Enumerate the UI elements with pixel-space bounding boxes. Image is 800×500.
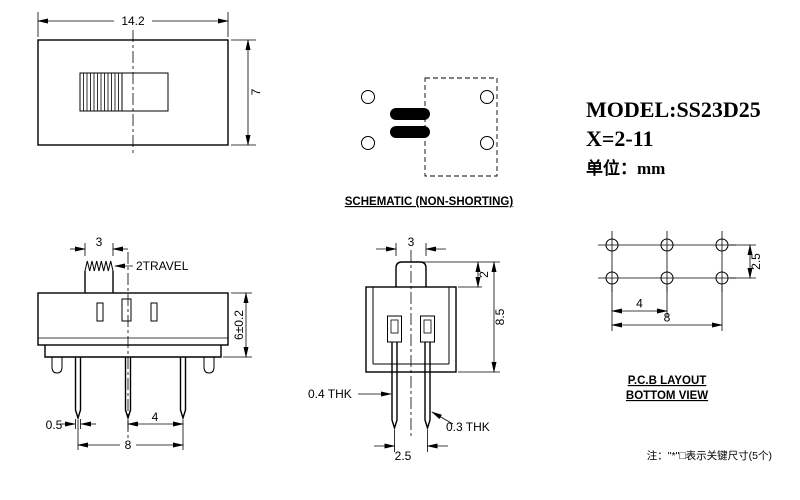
body-slot bbox=[96, 302, 104, 322]
side-view: 3 2 8.5 0.4 THK 2.5 0.3 THK bbox=[308, 235, 507, 463]
pcb-caption-line1: P.C.B LAYOUT bbox=[628, 375, 707, 387]
knob-hatching bbox=[83, 73, 119, 111]
pcb-total-width-dim: 8 bbox=[664, 311, 671, 325]
mounting-tab bbox=[203, 357, 215, 374]
pin bbox=[74, 357, 82, 421]
terminal-contact bbox=[423, 319, 432, 334]
key-dimension-note: 注："*"□表示关键尺寸(5个) bbox=[647, 449, 772, 462]
knob-sides bbox=[84, 271, 114, 293]
contact-bar bbox=[390, 126, 430, 138]
terminal-block bbox=[420, 315, 435, 343]
pin bbox=[391, 342, 398, 431]
dimension-text-mask bbox=[114, 13, 152, 29]
front-body-height-dim: 6±0.2 bbox=[232, 310, 246, 340]
width-extension-lines bbox=[37, 12, 229, 37]
terminal-circle bbox=[361, 136, 375, 150]
front-pin-span-dim: 8 bbox=[125, 438, 132, 452]
unit-label: 单位：mm bbox=[586, 158, 665, 178]
front-knob-width-dim: 3 bbox=[96, 235, 103, 249]
side-pin-pitch-dim: 2.5 bbox=[395, 449, 412, 463]
front-body-outline bbox=[37, 292, 229, 346]
footnote: 注："*"□表示关键尺寸(5个) bbox=[647, 449, 772, 462]
pin bbox=[179, 357, 187, 421]
pcb-col-pitch-dim: 4 bbox=[636, 297, 643, 311]
pin bbox=[424, 342, 431, 431]
slider-recess bbox=[79, 72, 169, 112]
front-view: 3 2TRAVEL 6±0.2 0.5 4 8 bbox=[37, 235, 252, 452]
top-view: 14.2 7 bbox=[37, 12, 263, 155]
top-view-height-dim: 7 bbox=[249, 88, 263, 95]
pcb-hole-centerlines bbox=[598, 231, 736, 292]
terminal-circle bbox=[480, 90, 494, 104]
terminal-block bbox=[387, 315, 402, 343]
pin bbox=[124, 357, 132, 421]
contact-bar bbox=[390, 108, 430, 120]
pcb-caption-line2: BOTTOM VIEW bbox=[626, 390, 708, 402]
travel-label: 2TRAVEL bbox=[136, 259, 189, 273]
side-knob-height-dim: 2 bbox=[477, 271, 491, 278]
mounting-tab bbox=[51, 357, 63, 374]
terminal-circle bbox=[361, 90, 375, 104]
dimension-text-mask bbox=[120, 438, 136, 451]
knob-serration-zigzag bbox=[84, 260, 114, 272]
pin-thickness-leader bbox=[431, 411, 454, 425]
side-total-height-dim: 8.5 bbox=[493, 308, 507, 325]
pin-thickness-label: 0.3 THK bbox=[446, 420, 490, 434]
base-plate bbox=[44, 345, 222, 358]
model-number: MODEL:SS23D25 bbox=[586, 97, 761, 122]
terminal-circle bbox=[480, 136, 494, 150]
case-thickness-label: 0.4 THK bbox=[308, 387, 352, 401]
body-slot bbox=[121, 298, 132, 322]
front-pin-pitch-dim: 4 bbox=[152, 410, 159, 424]
pcb-layout-view: 2.5 4 8 P.C.B LAYOUT BOTTOM VIEW bbox=[598, 231, 763, 402]
front-pin-width-dim: 0.5 bbox=[46, 418, 63, 432]
terminal-contact bbox=[390, 319, 399, 334]
body-slot bbox=[150, 302, 158, 322]
side-knob-width-dim: 3 bbox=[408, 235, 415, 249]
schematic-view: SCHEMATIC (NON-SHORTING) bbox=[345, 77, 514, 208]
title-block: MODEL:SS23D25 X=2-11 单位：mm bbox=[586, 97, 761, 178]
schematic-caption: SCHEMATIC (NON-SHORTING) bbox=[345, 196, 514, 208]
variant-range: X=2-11 bbox=[586, 126, 654, 151]
alternate-position-dashed-box bbox=[424, 77, 498, 177]
height-extension-lines bbox=[231, 39, 256, 146]
top-view-width-dim: 14.2 bbox=[121, 14, 145, 28]
pcb-row-pitch-dim: 2.5 bbox=[749, 253, 763, 270]
